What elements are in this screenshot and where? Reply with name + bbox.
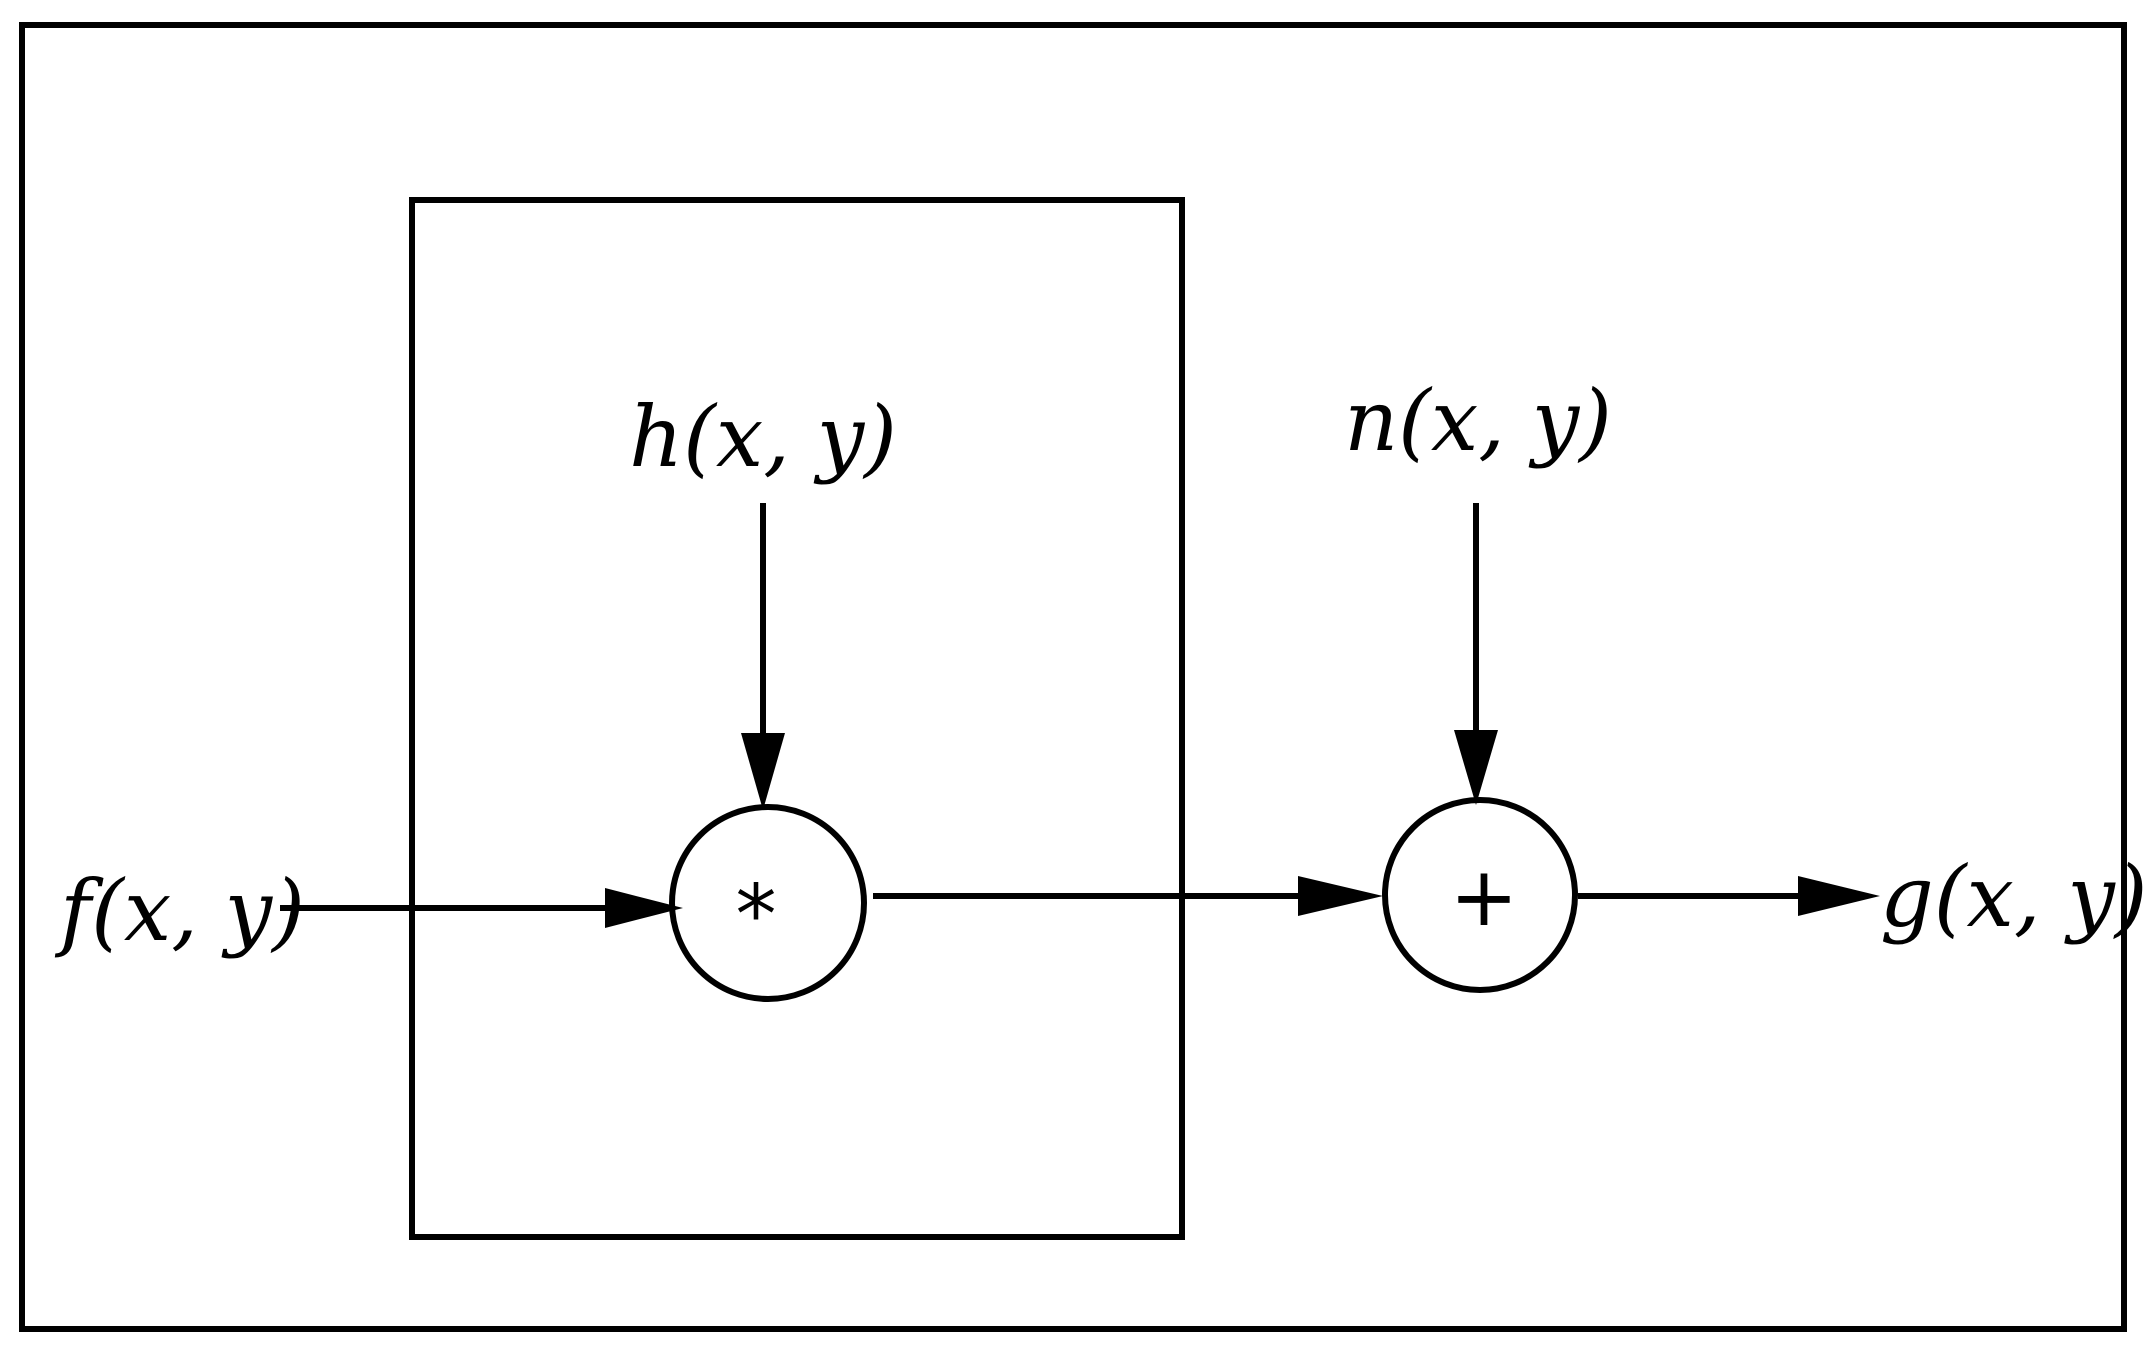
- sum-symbol: +: [1450, 850, 1519, 945]
- convolution-circle: [669, 804, 867, 1002]
- degradation-function-box: [409, 197, 1185, 1240]
- input-label: f(x, y): [54, 862, 305, 960]
- sum-circle: [1382, 797, 1578, 993]
- sum-node: +: [1382, 797, 1578, 993]
- output-arrowhead: [1798, 876, 1880, 916]
- blur-to-sum-arrowhead: [1298, 876, 1383, 916]
- noise-arrowhead: [1454, 730, 1498, 805]
- arrows: [280, 503, 1880, 928]
- psf-label: h(x, y): [629, 388, 897, 486]
- noise-label: n(x, y): [1344, 372, 1612, 470]
- output-label: g(x, y): [1880, 848, 2147, 946]
- convolution-node: *: [669, 804, 867, 1002]
- input-arrowhead: [605, 888, 683, 928]
- psf-arrowhead: [741, 733, 785, 810]
- outer-frame: [19, 22, 2127, 1332]
- convolution-symbol: *: [736, 868, 777, 963]
